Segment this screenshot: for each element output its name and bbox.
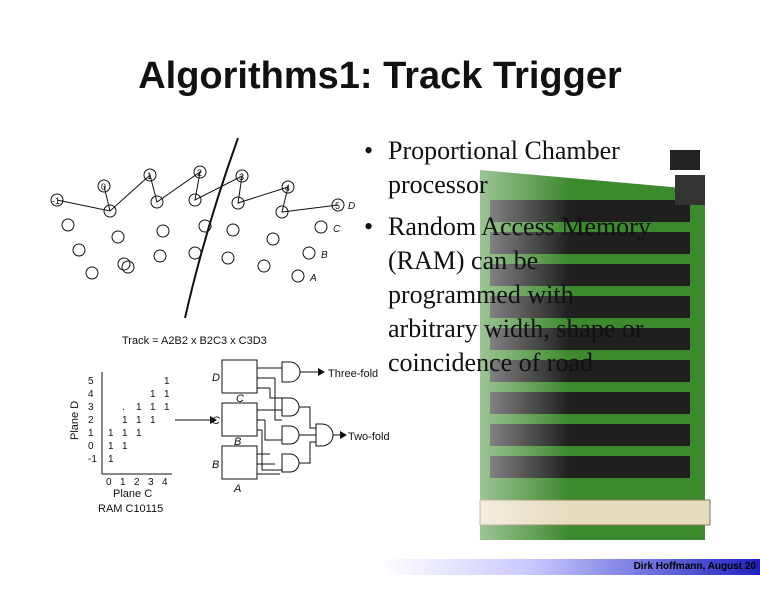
ram-row-labels: 5 4 3 2 1 0 -1 <box>88 376 97 465</box>
ram-row-label: 4 <box>88 389 94 400</box>
track-trigger-diagram: -1 0 1 2 3 4 5 D C B A Track = A2B2 x B2… <box>50 137 390 515</box>
logic-label: B <box>234 436 241 448</box>
bullet-list: • Proportional Chamber processor • Random … <box>360 134 660 388</box>
ram-cell: 1 <box>164 402 170 413</box>
ram-cell: 1 <box>150 389 156 400</box>
plane-label: C <box>333 224 341 235</box>
bullet-dot: • <box>364 212 374 241</box>
footer-author: Dirk Hoffmann, August 20 <box>633 561 756 572</box>
ram-col-label: 0 <box>106 477 112 488</box>
ram-cell: 1 <box>122 415 128 426</box>
ram-caption: RAM C10115 <box>98 503 163 515</box>
chamber-wires <box>50 165 345 283</box>
wire-number: 3 <box>239 172 244 182</box>
three-fold-label: Three-fold <box>328 368 378 380</box>
ram-col-label: 1 <box>120 477 126 488</box>
ram-col-label: 3 <box>148 477 154 488</box>
logic-label: C <box>212 415 220 427</box>
wire-number: 0 <box>101 182 106 192</box>
logic-box <box>221 359 258 394</box>
slide-title: Algorithms1: Track Trigger <box>138 55 622 97</box>
road-lines <box>56 170 339 213</box>
ram-cell: 1 <box>136 415 142 426</box>
wire-number: 1 <box>147 171 152 181</box>
ram-cell: . <box>122 402 125 413</box>
ram-cell: 1 <box>136 402 142 413</box>
ram-cell: 1 <box>122 441 128 452</box>
track-curve <box>184 137 239 319</box>
logic-label: A <box>233 483 241 495</box>
ram-cell: 1 <box>108 441 114 452</box>
logic-label: B <box>212 459 219 471</box>
logic-box <box>221 445 258 480</box>
logic-label: C <box>236 393 244 405</box>
ram-row-label: 5 <box>88 376 94 387</box>
ram-board-photo <box>330 140 730 560</box>
ram-cell: 1 <box>150 415 156 426</box>
logic-box <box>221 402 258 437</box>
ram-y-axis-label: Plane D <box>69 401 81 440</box>
wire-number: 5 <box>335 201 340 211</box>
ram-cell: 1 <box>164 376 170 387</box>
plane-label: A <box>309 273 317 284</box>
ram-cell: 1 <box>108 454 114 465</box>
two-fold-label: Two-fold <box>348 431 390 443</box>
ram-x-axis-label: Plane C <box>113 488 152 500</box>
plane-label: D <box>348 201 355 212</box>
logic-label: D <box>212 372 220 384</box>
wire-number: 4 <box>285 183 290 193</box>
ram-col-label: 2 <box>134 477 140 488</box>
ram-col-label: 4 <box>162 477 168 488</box>
ram-row-label: 0 <box>88 441 94 452</box>
track-formula: Track = A2B2 x B2C3 x C3D3 <box>122 335 267 347</box>
wire-number: 2 <box>197 168 202 178</box>
ram-row-label: 3 <box>88 402 94 413</box>
ram-cell: 1 <box>136 428 142 439</box>
ram-row-label: 1 <box>88 428 94 439</box>
ram-cell: 1 <box>164 389 170 400</box>
ram-row-label: -1 <box>88 454 97 465</box>
ram-cell: 1 <box>150 402 156 413</box>
wire-number: -1 <box>52 196 60 206</box>
bullet-dot: • <box>364 136 374 165</box>
footer-bar <box>380 559 760 575</box>
plane-label: B <box>321 250 328 261</box>
ram-cell: 1 <box>122 428 128 439</box>
bullet-text: Random Access Memory (RAM) can be progra… <box>388 212 651 377</box>
bullet-item: • Random Access Memory (RAM) can be progr… <box>360 210 660 380</box>
bullet-item: • Proportional Chamber processor <box>360 134 660 202</box>
ram-cell: 1 <box>108 428 114 439</box>
bullet-text: Proportional Chamber processor <box>388 136 620 199</box>
ram-row-label: 2 <box>88 415 94 426</box>
